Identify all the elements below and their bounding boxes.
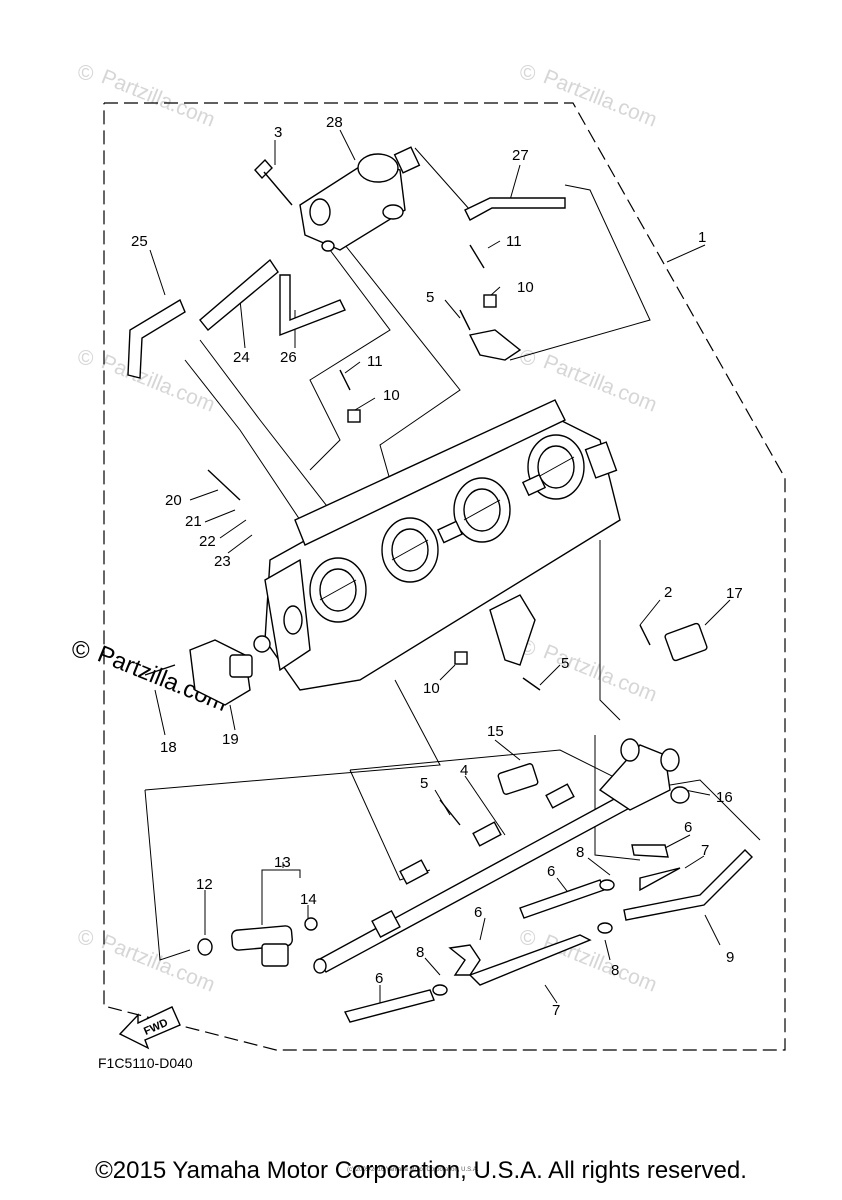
callout-23: 23 [214, 553, 231, 570]
watermark-text: Partzilla.com [540, 930, 660, 996]
callout-6: 6 [474, 904, 482, 921]
callout-11: 11 [367, 353, 383, 370]
callout-22: 22 [199, 533, 216, 550]
callout-18: 18 [160, 739, 177, 756]
watermark-symbol: © [78, 62, 94, 85]
watermark-symbol-dark: © [72, 637, 90, 664]
callout-10: 10 [423, 680, 440, 697]
callout-7: 7 [701, 842, 709, 859]
callout-2: 2 [664, 584, 672, 601]
callout-15: 15 [487, 723, 504, 740]
watermark-symbol: © [78, 927, 94, 950]
small-print: (c) 2005-2016 Yamaha Motor Corporation, … [347, 1167, 479, 1173]
callout-26: 26 [280, 349, 297, 366]
callout-13: 13 [274, 854, 291, 871]
watermark-symbol: © [520, 927, 536, 950]
callout-6: 6 [547, 863, 555, 880]
callout-1: 1 [698, 229, 706, 246]
callout-6: 6 [375, 970, 383, 987]
small-parts [144, 244, 708, 996]
callout-27: 27 [512, 147, 529, 164]
callout-17: 17 [726, 585, 743, 602]
callout-28: 28 [326, 114, 343, 131]
leader-lines [149, 129, 731, 1005]
watermark-text: Partzilla.com [98, 65, 218, 131]
callout-9: 9 [726, 949, 734, 966]
watermark-text: Partzilla.com [98, 350, 218, 416]
callout-labels: 1 2 3 4 5 5 5 6 6 6 6 7 7 8 8 8 9 10 10 … [131, 114, 743, 1019]
hoses [127, 197, 753, 1023]
callout-16: 16 [716, 789, 733, 806]
diagram-code: F1C5110-D040 [98, 1055, 193, 1071]
callout-12: 12 [196, 876, 213, 893]
copyright-footer: ©2015 Yamaha Motor Corporation, U.S.A. A… [95, 1157, 747, 1184]
callout-24: 24 [233, 349, 250, 366]
callout-8: 8 [611, 962, 619, 979]
callout-5: 5 [561, 655, 569, 672]
watermark-symbol: © [78, 347, 94, 370]
callout-5: 5 [426, 289, 434, 306]
callout-10: 10 [517, 279, 534, 296]
callout-3: 3 [274, 124, 282, 141]
callout-14: 14 [300, 891, 317, 908]
callout-21: 21 [185, 513, 202, 530]
fuel-rail [313, 738, 680, 974]
callout-4: 4 [460, 762, 468, 779]
watermark-symbol: © [520, 62, 536, 85]
callout-25: 25 [131, 233, 148, 250]
callout-11: 11 [506, 233, 522, 250]
callout-7: 7 [552, 1002, 560, 1019]
callout-10: 10 [383, 387, 400, 404]
watermark-symbol: © [520, 347, 536, 370]
callout-19: 19 [222, 731, 239, 748]
fwd-arrow: FWD [118, 1006, 181, 1050]
watermark-text: Partzilla.com [540, 65, 660, 131]
callout-8: 8 [416, 944, 424, 961]
callout-20: 20 [165, 492, 182, 509]
callout-5: 5 [420, 775, 428, 792]
assembly-boundary [103, 102, 786, 1051]
callout-6: 6 [684, 819, 692, 836]
callout-8: 8 [576, 844, 584, 861]
throttle-body-assembly [264, 399, 621, 691]
control-valve [254, 146, 421, 252]
